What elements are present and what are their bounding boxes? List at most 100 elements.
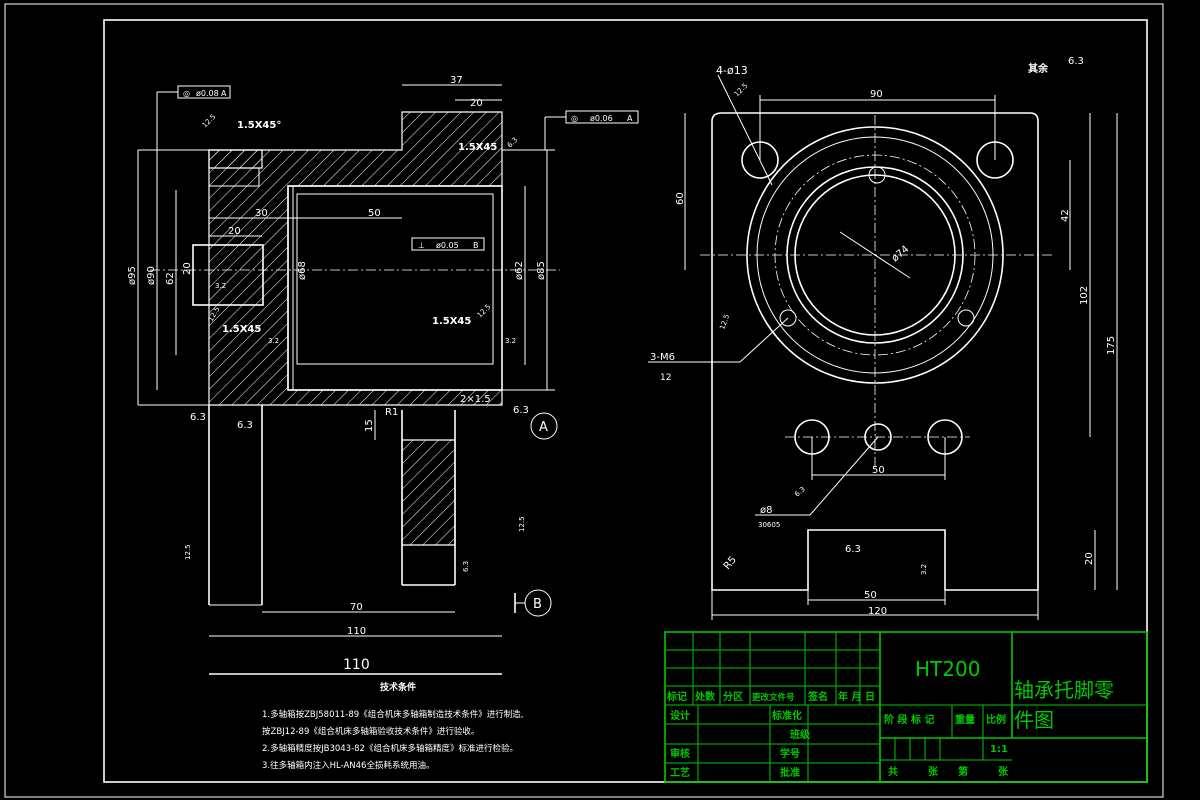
dim-15: 15 <box>364 419 375 432</box>
outer-border <box>4 3 1164 798</box>
dim-h175: 175 <box>1106 336 1117 355</box>
label-class: 班级 <box>790 728 811 741</box>
roughness-13: 6.3 <box>506 136 520 150</box>
plan-roughness-4: 6.3 <box>793 485 807 498</box>
tol-symbol-3: ⊥ <box>418 241 425 250</box>
chamfer-4: 1.5X45 <box>432 316 471 327</box>
label-stage: 阶 段 标 记 <box>884 713 934 726</box>
roughness-8: 3.2 <box>505 337 516 345</box>
label-student-no: 学号 <box>780 747 800 760</box>
dim-d90: ø90 <box>146 266 157 285</box>
dim-holes: 4-ø13 <box>716 64 748 77</box>
dim-d95: ø95 <box>127 266 138 285</box>
sheets-index-label: 第 <box>958 765 968 778</box>
inner-frame <box>103 19 1148 783</box>
roughness-11: 12.5 <box>184 544 192 560</box>
sheets-unit-2: 张 <box>998 765 1009 778</box>
scale-value: 1:1 <box>990 744 1008 755</box>
label-weight: 重量 <box>955 713 975 726</box>
rev-zone: 分区 <box>723 690 743 703</box>
dim-h42: 42 <box>1060 209 1071 222</box>
dim-d68: ø68 <box>297 261 308 280</box>
material: HT200 <box>915 657 980 681</box>
label-scale: 比例 <box>986 713 1006 726</box>
plan-roughness-2: 12.5 <box>718 313 731 330</box>
roughness-10: 6.3 <box>462 561 470 572</box>
datum-a: A <box>539 420 548 435</box>
rev-count: 处数 <box>694 690 716 703</box>
rev-mark: 标记 <box>666 690 687 703</box>
dim-h102: 102 <box>1079 286 1090 305</box>
dim-20-left: 20 <box>228 226 241 237</box>
tol-value-1: ø0.08 <box>196 89 219 98</box>
dim-w50: 50 <box>872 465 885 476</box>
sheets-total-label: 共 <box>888 765 898 778</box>
label-process: 工艺 <box>670 766 690 779</box>
roughness-7: 12.5 <box>476 303 493 320</box>
dim-w50b: 50 <box>864 590 877 601</box>
dim-w90: 90 <box>870 89 883 100</box>
plan-roughness-1: 12.5 <box>733 82 750 99</box>
rev-sign: 签名 <box>807 690 828 703</box>
chamfer-1: 1.5X45° <box>237 120 281 131</box>
dim-h20: 20 <box>1084 552 1095 565</box>
tech-req-3: 2.多轴箱精度按JB3043-82《组合机床多轴箱精度》标准进行检验。 <box>262 743 518 754</box>
plan-roughness-5: 3.2 <box>920 564 928 575</box>
dim-pin-note: 30605 <box>758 521 780 529</box>
roughness-3: 6.3 <box>237 420 253 431</box>
part-name-line2: 件图 <box>1014 708 1054 732</box>
dim-d85: ø85 <box>536 261 547 280</box>
tol-symbol-2: ◎ <box>571 114 578 123</box>
dim-70: 70 <box>350 602 363 613</box>
dim-m6: 3-M6 <box>650 352 675 363</box>
roughness-1: 12.5 <box>201 113 218 130</box>
datum-b: B <box>533 597 542 612</box>
part-name-line1: 轴承托脚零 <box>1014 678 1114 702</box>
dim-20-top: 20 <box>470 98 483 109</box>
roughness-2: 6.3 <box>190 412 206 423</box>
tol-value-2: ø0.06 <box>590 114 613 123</box>
label-review: 审核 <box>670 747 690 760</box>
dim-30: 30 <box>255 208 268 219</box>
rev-date: 年 月 日 <box>838 690 875 703</box>
title-block <box>664 631 1148 783</box>
chamfer-2: 1.5X45 <box>458 142 497 153</box>
dim-37: 37 <box>450 75 463 86</box>
dim-d74: ø74 <box>890 244 912 265</box>
roughness-4: 3.2 <box>215 282 226 290</box>
dim-110-big: 110 <box>343 657 370 673</box>
tech-req-2: 按ZBJ12-89《组合机床多轴箱验收技术条件》进行验收。 <box>262 726 479 737</box>
label-approve: 批准 <box>780 766 800 779</box>
sheets-unit-1: 张 <box>928 765 939 778</box>
tol-symbol-1: ◎ <box>183 89 190 98</box>
dim-r5: R5 <box>722 555 739 572</box>
section-view <box>137 84 639 675</box>
tech-req-4: 3.往多轴箱内注入HL-AN46全损耗系统用油。 <box>262 760 434 771</box>
label-standardize: 标准化 <box>771 709 802 722</box>
plan-roughness-3: 6.3 <box>845 544 861 555</box>
dim-w120: 120 <box>868 606 887 617</box>
dim-110-small: 110 <box>347 626 366 637</box>
chamfer-3: 1.5X45 <box>222 324 261 335</box>
dim-20-slot: 20 <box>182 262 193 275</box>
roughness-9: 6.3 <box>513 405 529 416</box>
tech-req-title: 技术条件 <box>380 681 416 693</box>
label-design: 设计 <box>670 709 690 722</box>
rev-doc: 更改文件号 <box>752 692 795 703</box>
dim-2x15: 2×1.5 <box>460 394 491 405</box>
dim-pin: ø8 <box>760 505 772 516</box>
roughness-12: 12.5 <box>518 516 526 532</box>
tol-datum-2: A <box>627 114 633 123</box>
dim-r1: R1 <box>385 407 398 418</box>
roughness-rest-prefix: 其余 <box>1028 62 1049 75</box>
roughness-6: 3.2 <box>268 337 279 345</box>
tech-req-1: 1.多轴箱按ZBJ58011-89《组合机床多轴箱制造技术条件》进行制造, <box>262 709 523 720</box>
dim-m6-depth: 12 <box>660 373 671 383</box>
tol-datum-3: B <box>473 241 479 250</box>
roughness-rest-value: 6.3 <box>1068 56 1084 67</box>
plan-view <box>648 74 1118 620</box>
tol-value-3: ø0.05 <box>436 241 459 250</box>
dim-h60: 60 <box>675 192 686 205</box>
tol-datum-1: A <box>221 89 227 98</box>
